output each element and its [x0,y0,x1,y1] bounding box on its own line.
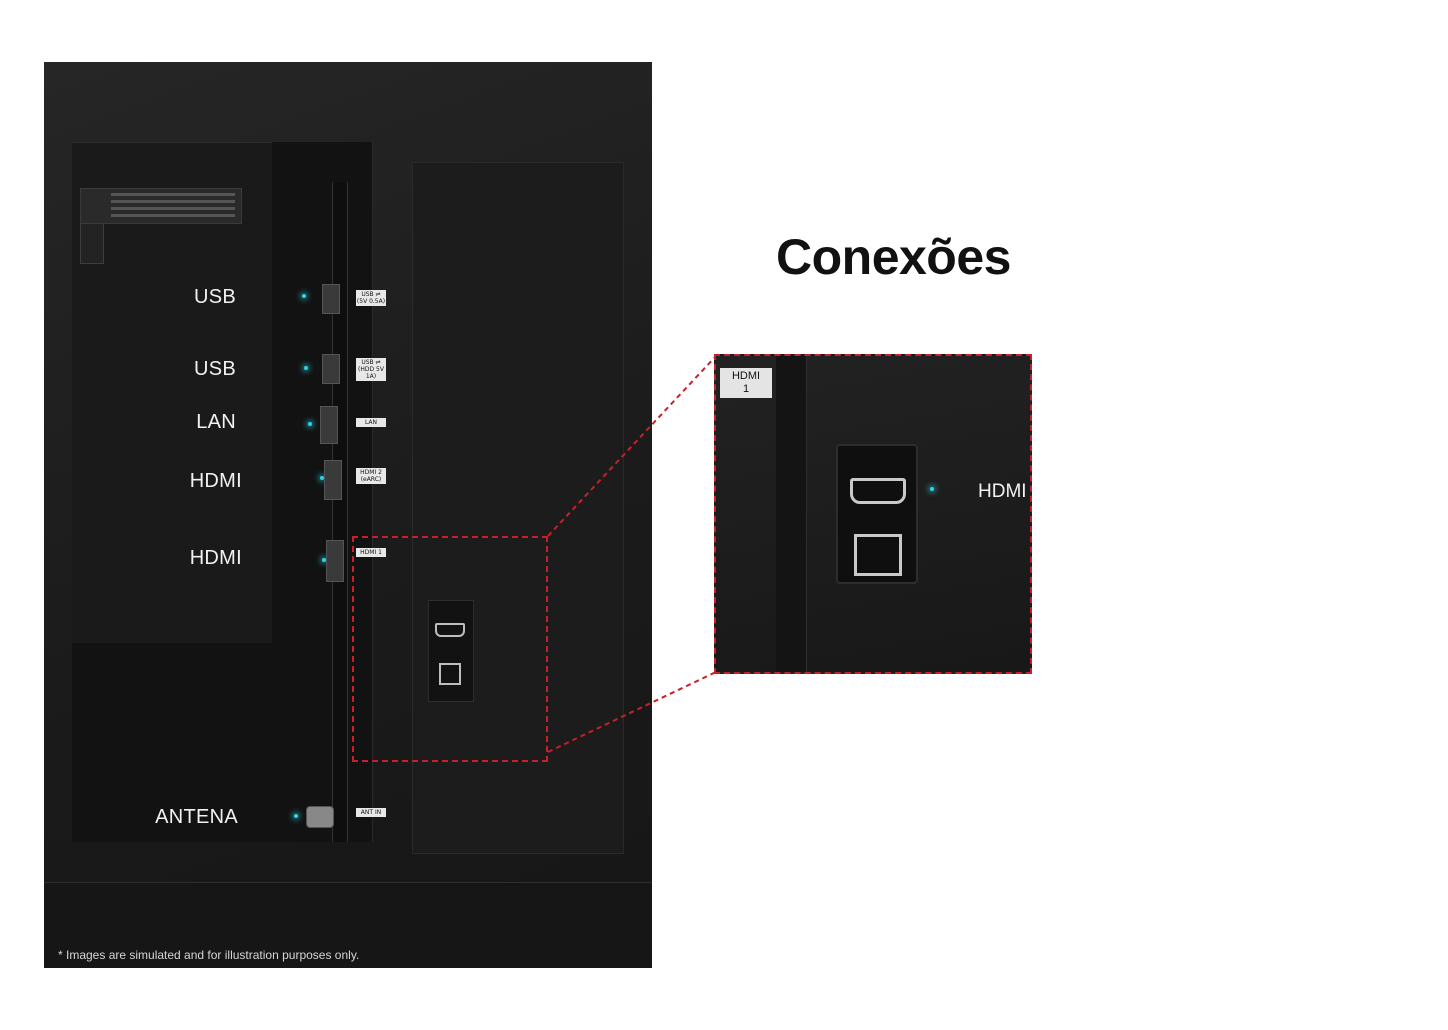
badge-hdmi-1: HDMI 1 [356,548,386,557]
port-label-lan: LAN [196,411,236,433]
zoom-badge-line1: HDMI [731,370,761,382]
zoom-detail-box: HDMI 1 HDMI [714,354,1032,674]
usb-port-icon [322,354,340,384]
optical-port-icon [439,663,461,685]
hdmi-port-icon [324,460,342,500]
lan-port-icon [320,406,338,444]
recess-inner [72,142,272,643]
port-label-hdmi-2: HDMI [189,470,242,492]
zoom-hdmi-label: HDMI [978,481,1027,502]
port-recess [72,142,373,842]
antena-indicator [294,814,298,818]
hdmi-optical-cluster [428,600,474,702]
port-label-antena: ANTENA [155,806,238,828]
usb-port-icon [322,284,340,314]
tv-back-panel: USB USB LAN HDMI HDMI ANTENA USB ⇌ (5V 0… [44,62,652,968]
port-label-hdmi-1: HDMI [189,547,242,569]
badge-usb-1: USB ⇌ (5V 0.5A) [356,290,386,306]
highlight-region [352,536,548,762]
antenna-port-icon [306,806,334,828]
bottom-ledge [44,882,652,968]
spec-sticker [80,188,242,224]
port-strip [332,182,348,842]
hdmi-port-icon [435,623,465,637]
usb-2-indicator [304,366,308,370]
zoom-badge-line2: 1 [742,383,750,395]
badge-lan: LAN [356,418,386,427]
hdmi-port-icon [326,540,344,582]
usb-1-indicator [302,294,306,298]
badge-antena: ANT IN [356,808,386,817]
zoom-port-frame [836,444,918,584]
zoom-strip [776,356,807,672]
disclaimer: * Images are simulated and for illustrat… [58,948,360,962]
badge-hdmi-2: HDMI 2 (eARC) [356,468,386,484]
zoom-badge: HDMI 1 [720,368,772,398]
optical-port-icon [854,534,902,576]
page-title: Conexões [776,229,1011,285]
port-label-usb-1: USB [193,286,236,308]
lan-indicator [308,422,312,426]
port-label-usb-2: USB [193,358,236,380]
badge-usb-2: USB ⇌ (HDD 5V 1A) [356,358,386,381]
hdmi-port-icon [850,478,906,504]
hdmi-1-indicator [322,558,326,562]
zoom-hdmi-indicator [930,487,934,491]
hdmi-2-indicator [320,476,324,480]
